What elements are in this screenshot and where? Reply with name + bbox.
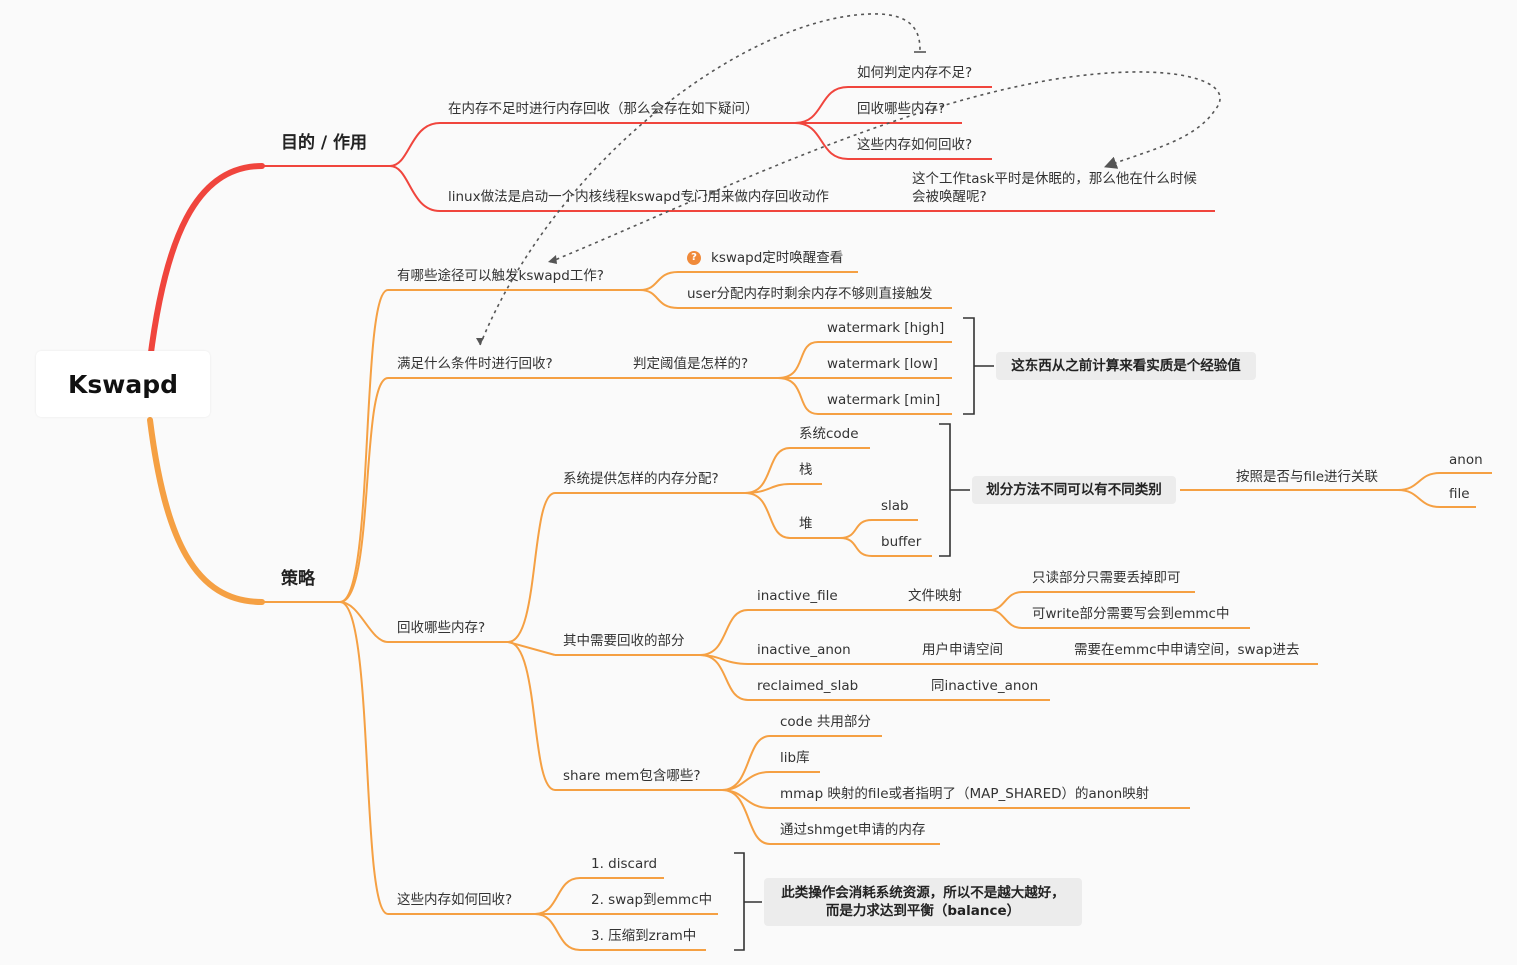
- purpose-node-kswapd[interactable]: linux做法是启动一个内核线程kswapd专门用来做内存回收动作: [448, 189, 829, 205]
- class-anon[interactable]: anon: [1449, 452, 1483, 468]
- branch-strategy-lines: [262, 271, 1492, 951]
- heap-buffer[interactable]: buffer: [881, 534, 922, 550]
- alloc-node[interactable]: 系统提供怎样的内存分配?: [563, 471, 719, 487]
- watermark-min[interactable]: watermark [min]: [827, 392, 941, 408]
- question-how-judge[interactable]: 如何判定内存不足?: [857, 65, 973, 81]
- root-node[interactable]: Kswapd: [36, 351, 210, 417]
- kswapd-sleep-line1[interactable]: 这个工作task平时是休眠的，那么他在什么时候: [912, 171, 1197, 187]
- which-node[interactable]: 回收哪些内存?: [397, 620, 486, 636]
- alloc-code[interactable]: 系统code: [799, 426, 859, 442]
- watermark-low[interactable]: watermark [low]: [827, 356, 938, 372]
- relation-arrows: [479, 13, 1221, 346]
- inactive-file[interactable]: inactive_file: [757, 588, 838, 604]
- trigger-node[interactable]: 有哪些途径可以触发kswapd工作?: [397, 268, 604, 284]
- share-lib[interactable]: lib库: [780, 750, 810, 766]
- balance-note-line2: 而是力求达到平衡（balance）: [825, 903, 1021, 919]
- how-node[interactable]: 这些内存如何回收?: [397, 892, 513, 908]
- purpose-title[interactable]: 目的 / 作用: [281, 133, 368, 153]
- watermark-high[interactable]: watermark [high]: [827, 320, 945, 336]
- same-as-anon[interactable]: 同inactive_anon: [931, 678, 1039, 694]
- kswapd-sleep-line2[interactable]: 会被唤醒呢?: [912, 189, 987, 205]
- strategy-title[interactable]: 策略: [281, 569, 315, 589]
- share-code[interactable]: code 共用部分: [780, 714, 871, 730]
- classification-note[interactable]: 划分方法不同可以有不同类别: [972, 476, 1176, 504]
- share-mmap[interactable]: mmap 映射的file或者指明了（MAP_SHARED）的anon映射: [780, 786, 1150, 802]
- method-discard[interactable]: 1. discard: [591, 856, 658, 872]
- root-link-purpose: [147, 163, 265, 363]
- file-mapping[interactable]: 文件映射: [908, 588, 962, 604]
- need-node[interactable]: 其中需要回收的部分: [563, 633, 685, 649]
- trigger-timer[interactable]: kswapd定时唤醒查看: [711, 250, 844, 266]
- condition-node[interactable]: 满足什么条件时进行回收?: [397, 356, 553, 372]
- share-node[interactable]: share mem包含哪些?: [563, 768, 701, 784]
- brackets: [734, 317, 994, 951]
- alloc-heap[interactable]: 堆: [799, 516, 813, 532]
- reclaimed-slab[interactable]: reclaimed_slab: [757, 678, 859, 694]
- method-zram[interactable]: 3. 压缩到zram中: [591, 928, 697, 944]
- alloc-stack[interactable]: 栈: [799, 462, 813, 478]
- share-shmget[interactable]: 通过shmget申请的内存: [780, 822, 926, 838]
- question-icon: ?: [687, 251, 701, 265]
- readonly-discard[interactable]: 只读部分只需要丢掉即可: [1032, 570, 1181, 586]
- method-swap[interactable]: 2. swap到emmc中: [591, 892, 713, 908]
- class-file[interactable]: file: [1449, 486, 1470, 502]
- user-space[interactable]: 用户申请空间: [922, 642, 1003, 658]
- root-link-strategy: [147, 417, 265, 605]
- trigger-alloc[interactable]: user分配内存时剩余内存不够则直接触发: [687, 286, 933, 302]
- inactive-anon[interactable]: inactive_anon: [757, 642, 851, 658]
- swap-note[interactable]: 需要在emmc中申请空间，swap进去: [1074, 642, 1300, 658]
- threshold-node[interactable]: 判定阈值是怎样的?: [633, 356, 749, 372]
- writable-writeback[interactable]: 可write部分需要写会到emmc中: [1032, 606, 1230, 622]
- question-which-memory[interactable]: 回收哪些内存?: [857, 101, 946, 117]
- balance-note[interactable]: 此类操作会消耗系统资源，所以不是越大越好， 而是力求达到平衡（balance）: [764, 878, 1082, 926]
- balance-note-line1: 此类操作会消耗系统资源，所以不是越大越好，: [781, 885, 1065, 901]
- purpose-node-reclaim[interactable]: 在内存不足时进行内存回收（那么会存在如下疑问）: [448, 101, 759, 117]
- question-how-reclaim[interactable]: 这些内存如何回收?: [857, 137, 973, 153]
- watermark-note[interactable]: 这东西从之前计算来看实质是个经验值: [996, 352, 1256, 380]
- file-association-node[interactable]: 按照是否与file进行关联: [1236, 469, 1379, 485]
- heap-slab[interactable]: slab: [881, 498, 909, 514]
- branch-purpose-lines: [262, 86, 1215, 212]
